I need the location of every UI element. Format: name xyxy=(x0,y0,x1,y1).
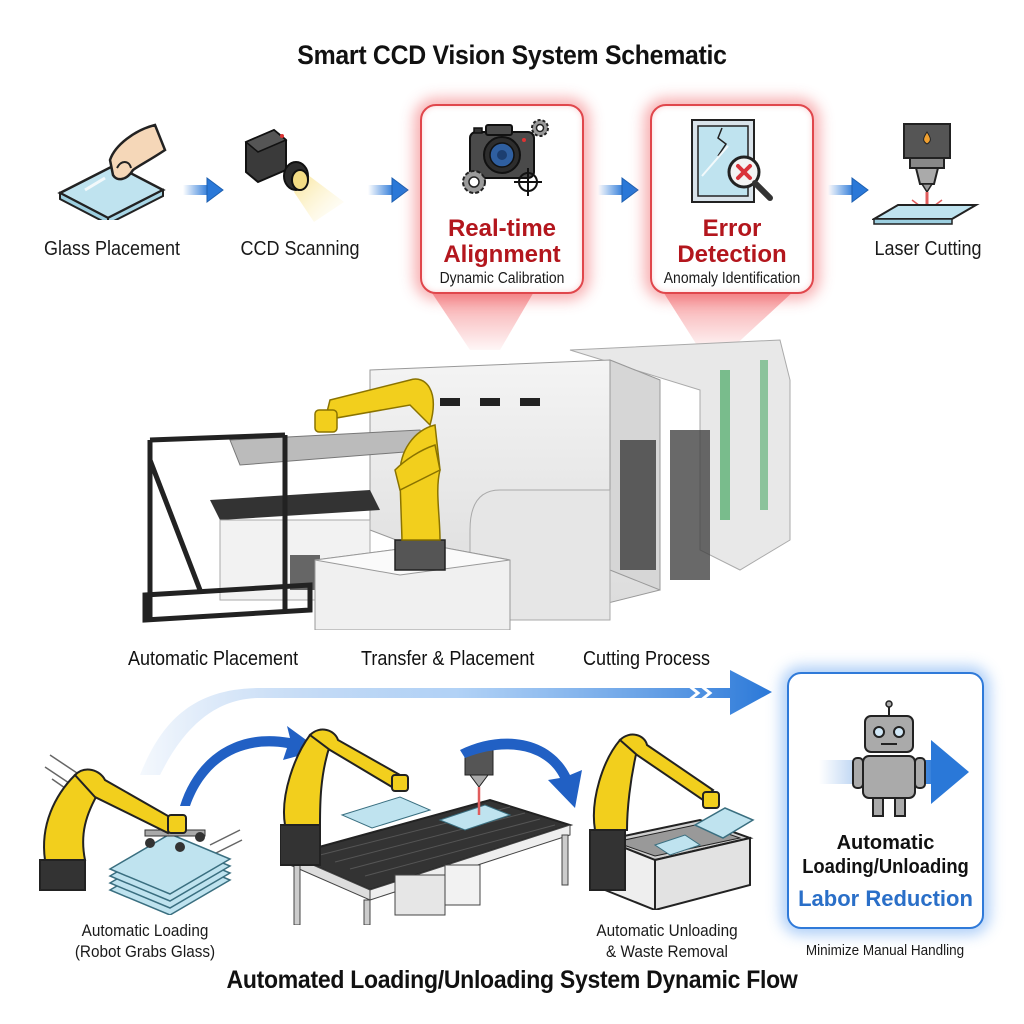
summary-title-line2: Loading/Unloading xyxy=(802,856,969,878)
stage-label-transfer: Transfer & Placement xyxy=(361,648,535,670)
callout-sublabel: Anomaly Identification xyxy=(663,270,801,287)
bottom-label-unloading-line2: & Waste Removal xyxy=(606,942,728,961)
arrow-right-icon xyxy=(828,177,869,203)
bottom-label-unloading-line1: Automatic Unloading xyxy=(596,921,738,940)
robot-laser-conveyor-table-icon xyxy=(280,728,574,925)
summary-caption: Minimize Manual Handling xyxy=(805,942,965,959)
stage-label-placement: Automatic Placement xyxy=(128,648,299,670)
robot-icon xyxy=(819,700,969,817)
arrow-right-icon xyxy=(183,177,224,203)
arrow-right-icon xyxy=(598,177,639,203)
callout-title-line2: Detection xyxy=(677,241,787,268)
step-label-ccd-scanning: CCD Scanning xyxy=(240,238,360,260)
callout-error-detection: Error Detection Anomaly Identification xyxy=(650,104,814,294)
footer-title: Automated Loading/Unloading System Dynam… xyxy=(226,966,798,994)
step-label-glass-placement: Glass Placement xyxy=(43,238,181,260)
glass-cutting-line-machine-image xyxy=(142,339,791,630)
flow-arrow-icon xyxy=(140,670,772,775)
robot-grabbing-glass-stack-icon xyxy=(39,754,243,915)
curved-arrow-icon xyxy=(180,726,320,806)
laser-cutter-icon xyxy=(872,123,980,225)
arrow-right-icon xyxy=(368,177,409,203)
bottom-label-loading-line2: (Robot Grabs Glass) xyxy=(74,942,216,961)
summary-highlight: Labor Reduction xyxy=(798,886,973,911)
callout-beams xyxy=(430,290,795,350)
bottom-label-loading-line1: Automatic Loading xyxy=(81,921,209,940)
ccd-camera-icon xyxy=(244,128,344,222)
labor-reduction-summary-box: Automatic Loading/Unloading Labor Reduct… xyxy=(787,672,984,929)
stage-label-cutting: Cutting Process xyxy=(583,648,711,670)
callout-sublabel: Dynamic Calibration xyxy=(439,270,565,287)
summary-title-line1: Automatic xyxy=(836,832,935,854)
callout-title-line1: Error xyxy=(702,215,762,242)
callout-title-line1: Real-time xyxy=(447,215,557,242)
callout-real-time-alignment: Real-time Alignment Dynamic Calibration xyxy=(420,104,584,294)
hand-placing-glass-icon xyxy=(57,123,167,220)
step-label-laser-cutting: Laser Cutting xyxy=(874,238,982,260)
cracked-glass-magnifier-icon xyxy=(691,119,773,203)
robot-waste-bin-icon xyxy=(589,733,755,910)
camera-gears-crosshair-icon xyxy=(462,119,549,196)
page-title: Smart CCD Vision System Schematic xyxy=(297,40,727,70)
callout-title-line2: Alignment xyxy=(443,241,561,268)
curved-arrow-icon xyxy=(460,738,582,808)
